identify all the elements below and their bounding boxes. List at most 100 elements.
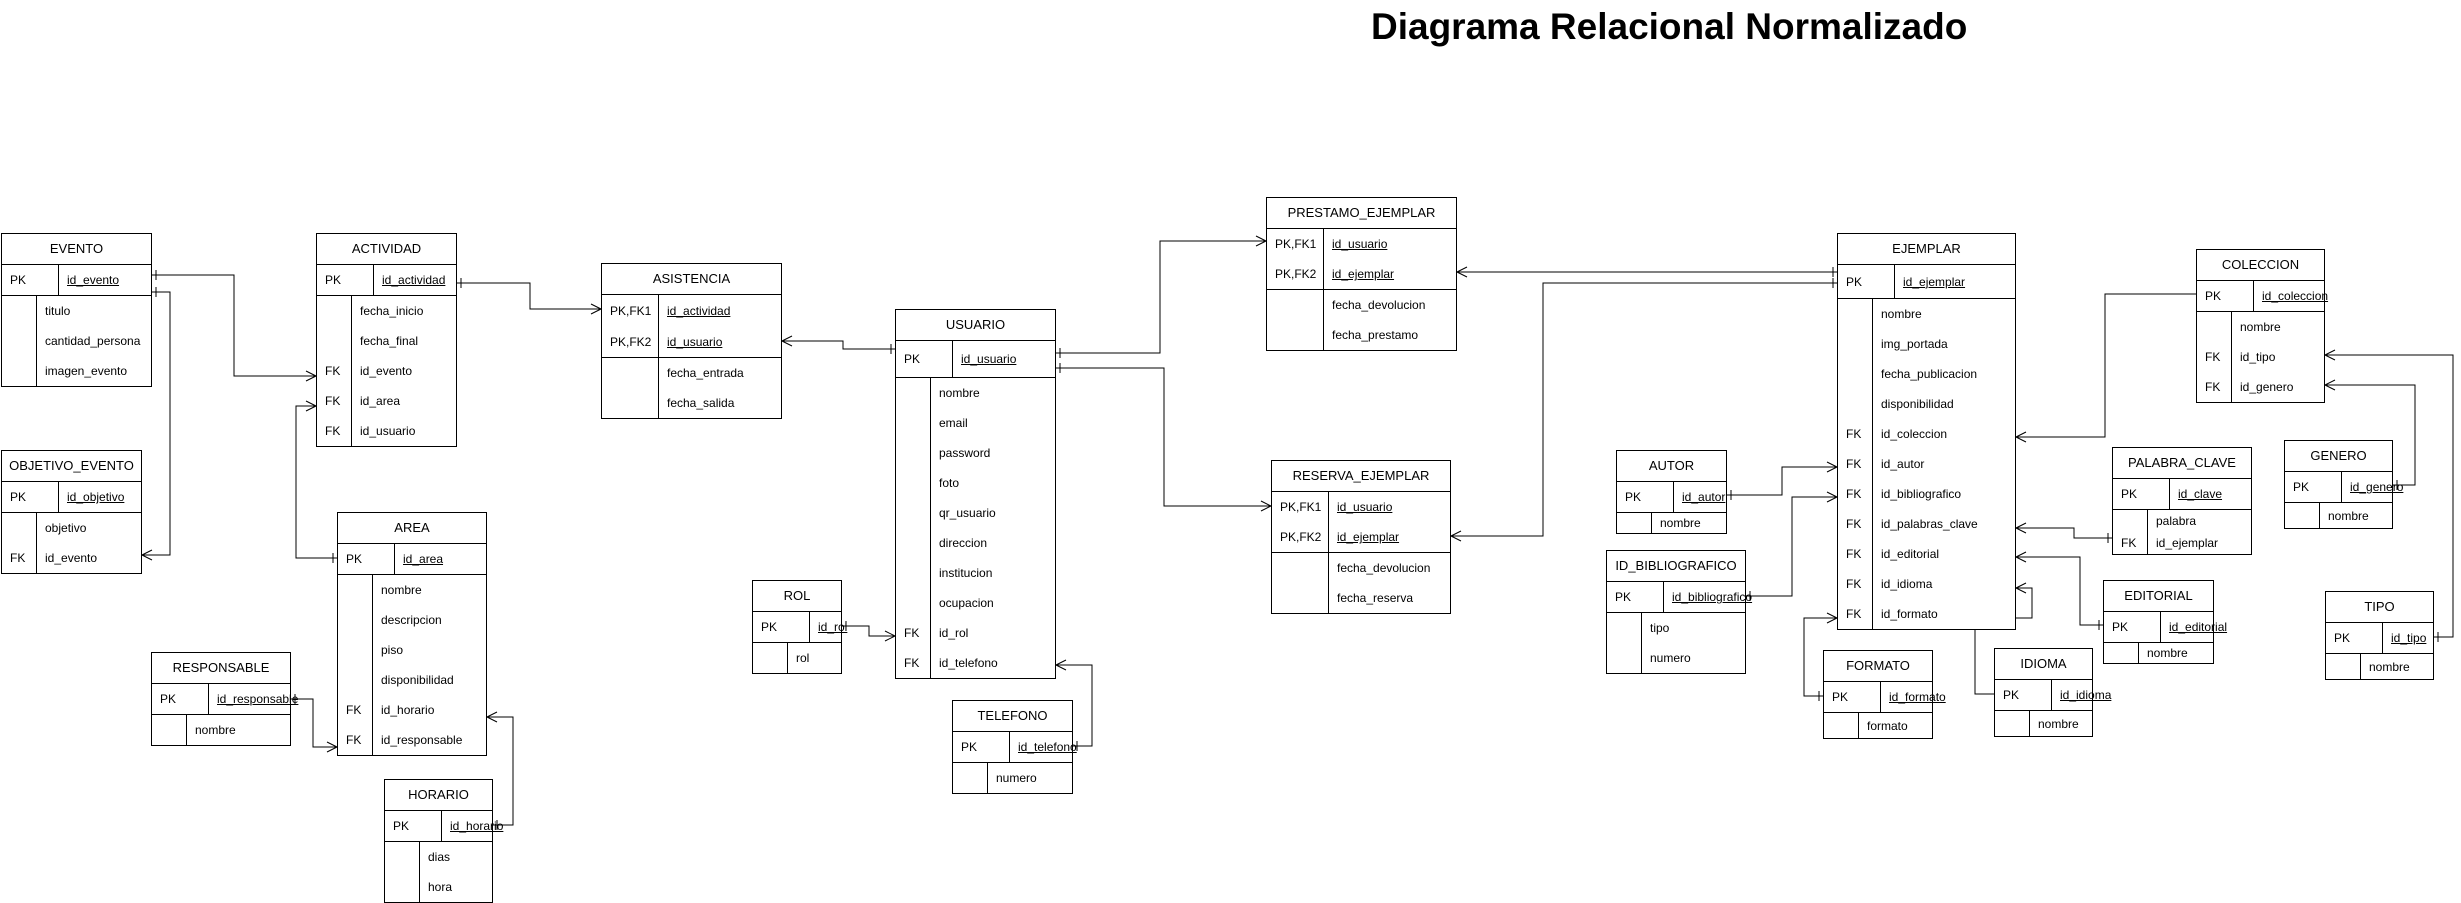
attribute-field: piso [372,635,486,665]
attribute-row: palabra [2113,510,2251,532]
key-marker: PK [2112,620,2129,634]
key-marker: PK [393,819,410,833]
attribute-row: direccion [896,528,1055,558]
entity-title: TELEFONO [953,701,1072,732]
link-responsable-area [291,698,337,748]
key-marker: PK,FK1 [1280,500,1322,514]
key-marker: PK [10,490,27,504]
attribute-row: nombre [338,575,486,605]
link-actividad-asistencia [457,282,601,310]
attribute-section: numero [953,763,1072,793]
key-marker: PK [2334,631,2351,645]
key-marker: PK [2293,480,2310,494]
key-field: id_actividad [658,295,781,326]
link-usuario-prestamo [1056,240,1266,354]
fk-marker: FK [325,424,341,438]
attribute-field: nombre [1651,513,1726,533]
attribute-field: formato [1858,713,1932,738]
key-marker: PK,FK2 [1280,530,1322,544]
key-marker: PK [961,740,978,754]
attribute-field: id_idioma [1872,569,2015,599]
key-marker: PK,FK1 [610,303,652,318]
attribute-row: dias [385,842,492,872]
attribute-row: nombre [2326,654,2433,679]
attribute-field: numero [1641,643,1745,673]
attribute-field: direccion [930,528,1055,558]
fk-marker: FK [1846,517,1862,531]
entity-title: RESERVA_EJEMPLAR [1272,461,1450,492]
attribute-field: id_editorial [1872,539,2015,569]
entity-title: EJEMPLAR [1838,234,2015,265]
attribute-row: fecha_inicio [317,296,456,326]
fk-marker: FK [1846,427,1862,441]
attribute-row: img_portada [1838,329,2015,359]
attribute-row: nombre [2104,643,2213,663]
attribute-field: id_autor [1872,449,2015,479]
key-marker: PK [2205,289,2222,303]
fk-marker: FK [2121,536,2137,550]
attribute-field: id_bibliografico [1872,479,2015,509]
key-field: id_tipo [2382,623,2433,653]
key-field: id_ejemplar [1328,522,1450,552]
fk-marker: FK [346,703,362,717]
attribute-field: objetivo [36,513,141,543]
key-marker: PK [1625,490,1642,504]
fk-marker: FK [1846,457,1862,471]
key-field: id_rol [809,612,847,642]
fk-marker: FK [10,551,26,565]
attribute-field: nombre [2360,654,2433,679]
key-marker: PK [160,692,177,706]
attribute-field: fecha_publicacion [1872,359,2015,389]
entity-title: PRESTAMO_EJEMPLAR [1267,198,1456,229]
attribute-field: fecha_devolucion [1328,553,1450,583]
key-marker: PK [904,352,921,366]
key-field: id_idioma [2051,680,2111,710]
attribute-row: imagen_evento [2,356,151,386]
entity-title: ACTIVIDAD [317,234,456,265]
